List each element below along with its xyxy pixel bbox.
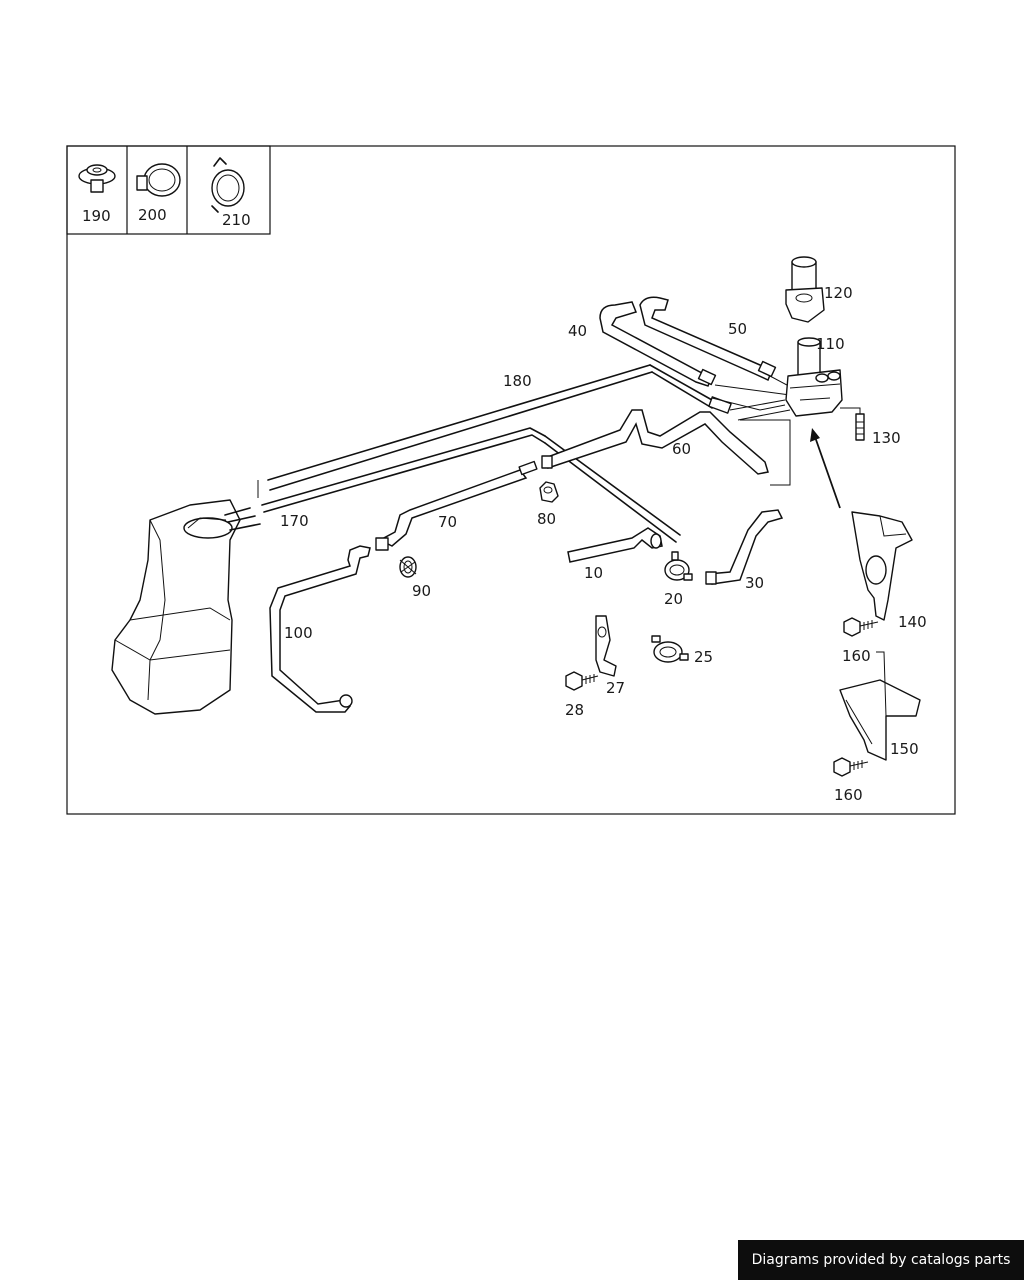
clamp-25 [651,635,689,663]
callout-70: 70 [438,513,457,531]
legend-label-200: 200 [138,206,167,224]
callout-160-a: 160 [842,647,871,665]
leader-lines [711,397,791,421]
hose-100 [269,545,371,713]
hose-70 [375,460,538,551]
grommet-90 [399,556,417,578]
callout-80: 80 [537,510,556,528]
screw-160-a [843,617,879,637]
callout-20: 20 [664,590,683,608]
connector-80 [539,481,559,503]
attribution-text: Diagrams provided by catalogs parts [751,1252,1011,1268]
valve-120 [785,256,825,323]
bracket-27 [595,615,617,677]
clamp-20 [664,551,693,581]
bracket-140 [851,511,913,621]
grommet-icon [78,164,116,193]
sensor-130 [840,407,865,441]
bracket-150 [839,651,921,761]
spring-clamp-icon [211,157,245,213]
legend-label-190: 190 [82,207,111,225]
callout-30: 30 [745,574,764,592]
callout-130: 130 [872,429,901,447]
valve-110 [785,337,843,417]
callout-110: 110 [816,335,845,353]
pointer-arrow [813,433,841,509]
pipe-180 [267,364,786,491]
screw-160-b [833,757,869,777]
hose-40 [599,301,717,387]
legend-label-210: 210 [222,211,251,229]
callout-28: 28 [565,701,584,719]
hose-30 [705,509,784,585]
callout-180: 180 [503,372,532,390]
attribution-banner: Diagrams provided by catalogs parts [738,1240,1024,1280]
legend-box: 190 200 210 [66,145,271,235]
callout-160-b: 160 [834,786,863,804]
callout-90: 90 [412,582,431,600]
hose-clamp-icon [136,163,181,197]
callout-10: 10 [584,564,603,582]
callout-170: 170 [280,512,309,530]
callout-25: 25 [694,648,713,666]
reservoir-tank [111,499,261,715]
diagram-frame [66,145,956,815]
hose-50 [639,296,801,396]
callout-100: 100 [284,624,313,642]
callout-140: 140 [898,613,927,631]
callout-40: 40 [568,322,587,340]
hose-60 [541,409,791,486]
callout-60: 60 [672,440,691,458]
callout-27: 27 [606,679,625,697]
hose-10 [567,527,663,563]
callout-150: 150 [890,740,919,758]
screw-28 [565,671,599,691]
callout-50: 50 [728,320,747,338]
callout-120: 120 [824,284,853,302]
